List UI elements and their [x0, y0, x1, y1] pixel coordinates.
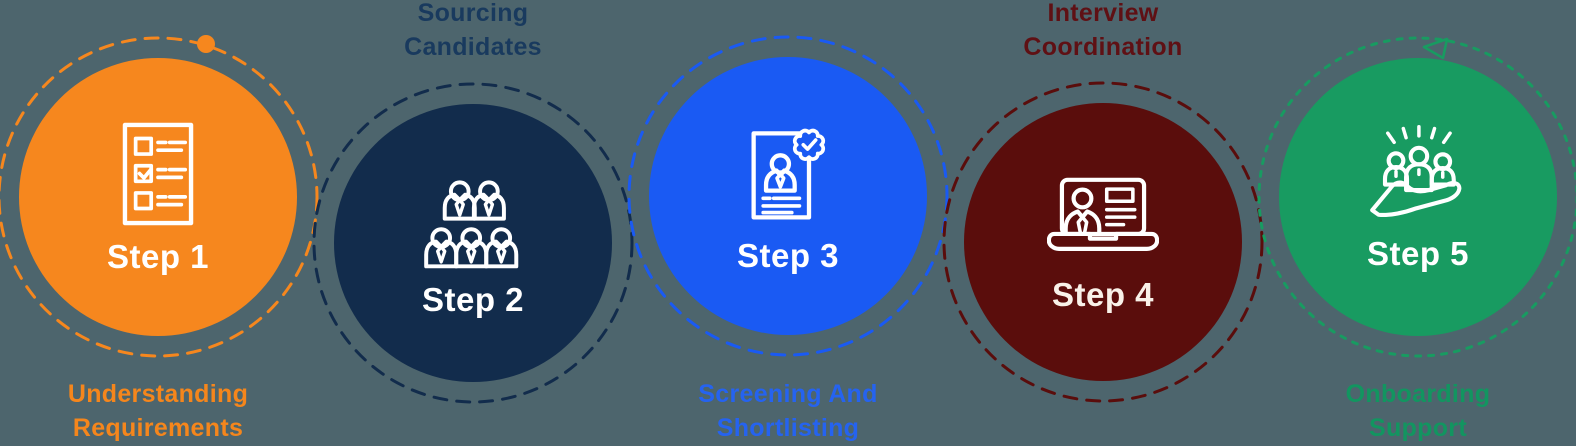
step-1-label: Step 1 [106, 237, 210, 275]
step-4-label: Step 4 [1051, 275, 1155, 313]
step-1-title-line-2: Requirements [72, 414, 244, 442]
step-1-circle: Step 1 [19, 58, 297, 336]
step-5-circle: Step 5 [1279, 58, 1557, 336]
step-4-title-line-2: Coordination [1023, 33, 1183, 61]
step-3-circle: Step 3 [649, 57, 927, 335]
step-4-title-line-1: Interview [1047, 0, 1159, 27]
step-2-title-line-2: Candidates [404, 33, 542, 61]
step-3-title-line-1: Screening And [698, 380, 878, 408]
step-5-title: Onboarding Support [1258, 377, 1576, 445]
support-hand-icon [1363, 124, 1473, 223]
step-4-circle: Step 4 [964, 103, 1242, 381]
ring-arrow-marker [1422, 37, 1449, 60]
step-5-title-line-2: Support [1369, 414, 1467, 442]
step-5-label: Step 5 [1366, 235, 1470, 272]
rays-icon [1386, 125, 1452, 145]
step-2-circle: Step 2 [334, 104, 612, 382]
step-5-title-line-1: Onboarding [1345, 380, 1491, 408]
video-interview-icon [1047, 174, 1159, 264]
step-2-title-line-1: Sourcing [417, 0, 529, 27]
step-3-title-line-2: Shortlisting [716, 414, 860, 442]
resume-approved-icon [740, 120, 836, 225]
step-3-title: Screening And Shortlisting [628, 377, 948, 445]
step-4-title: Interview Coordination [943, 0, 1263, 64]
step-1-title: Understanding Requirements [0, 377, 318, 445]
step-1-title-line-1: Understanding [67, 380, 249, 408]
step-3-label: Step 3 [736, 237, 840, 274]
step-2-label: Step 2 [421, 281, 525, 318]
team-icon [420, 170, 526, 269]
checklist-icon [121, 122, 195, 226]
ring-dot-marker [197, 35, 215, 53]
step-2-title: Sourcing Candidates [313, 0, 633, 64]
